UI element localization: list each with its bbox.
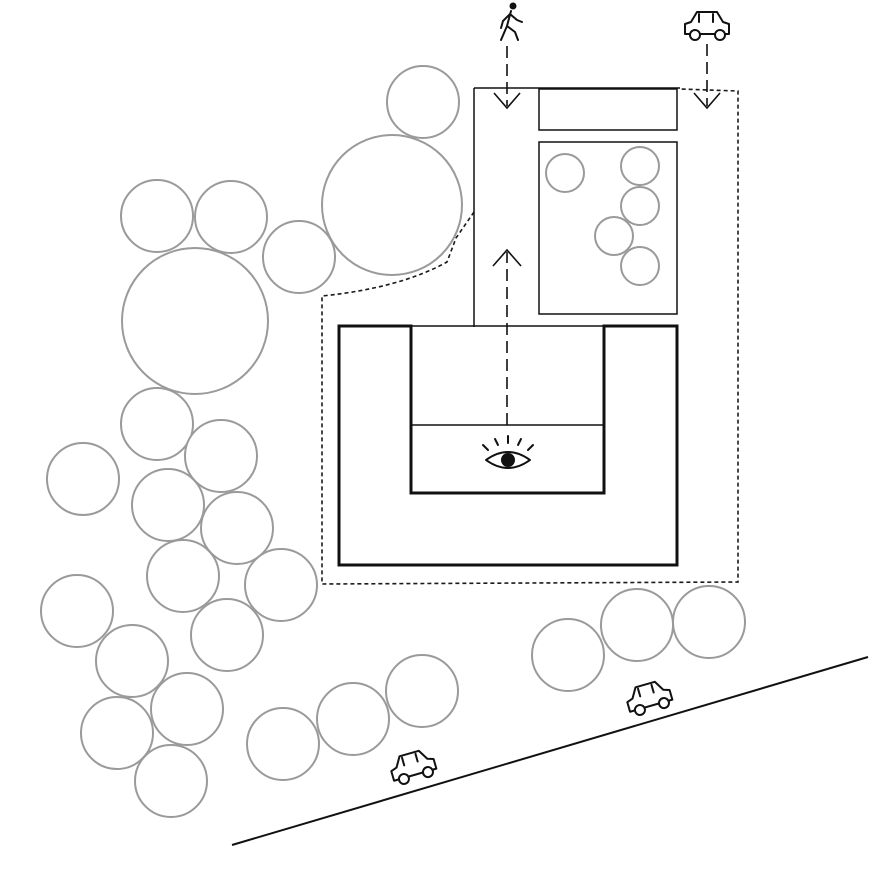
tree xyxy=(200,491,274,565)
tree xyxy=(316,682,390,756)
tree xyxy=(120,387,194,461)
car-icon xyxy=(626,680,674,716)
tree xyxy=(600,588,674,662)
view-axis-arrow xyxy=(492,248,522,425)
tree xyxy=(190,598,264,672)
tree xyxy=(385,654,459,728)
garden-tree xyxy=(620,246,660,286)
road-edge xyxy=(231,656,869,846)
tree xyxy=(146,539,220,613)
car-icon xyxy=(390,749,438,785)
tree xyxy=(386,65,460,139)
car-icon xyxy=(684,11,730,41)
tree xyxy=(194,180,268,254)
walking-person-icon xyxy=(500,2,523,41)
tree xyxy=(40,574,114,648)
parking-strip xyxy=(538,88,678,131)
garden-tree xyxy=(620,146,660,186)
tree xyxy=(184,419,258,493)
garden-tree xyxy=(594,216,634,256)
tree xyxy=(672,585,746,659)
tree xyxy=(244,548,318,622)
eye-icon xyxy=(482,435,534,469)
tree xyxy=(531,618,605,692)
tree xyxy=(80,696,154,770)
garden xyxy=(538,141,678,315)
site-boundary xyxy=(321,88,739,585)
tree xyxy=(121,247,269,395)
courtyard-building xyxy=(337,324,679,567)
tree xyxy=(95,624,169,698)
tree xyxy=(120,179,194,253)
tree xyxy=(262,220,336,294)
garden-tree xyxy=(620,186,660,226)
tree xyxy=(131,468,205,542)
tree xyxy=(46,442,120,516)
tree xyxy=(150,672,224,746)
access-lane xyxy=(473,87,680,327)
tree xyxy=(321,134,463,276)
tree xyxy=(134,744,208,818)
tree-group xyxy=(40,65,746,818)
garden-tree xyxy=(545,153,585,193)
tree xyxy=(246,707,320,781)
vehicle-entry-arrow xyxy=(693,44,721,110)
pedestrian-entry-arrow xyxy=(493,46,521,110)
